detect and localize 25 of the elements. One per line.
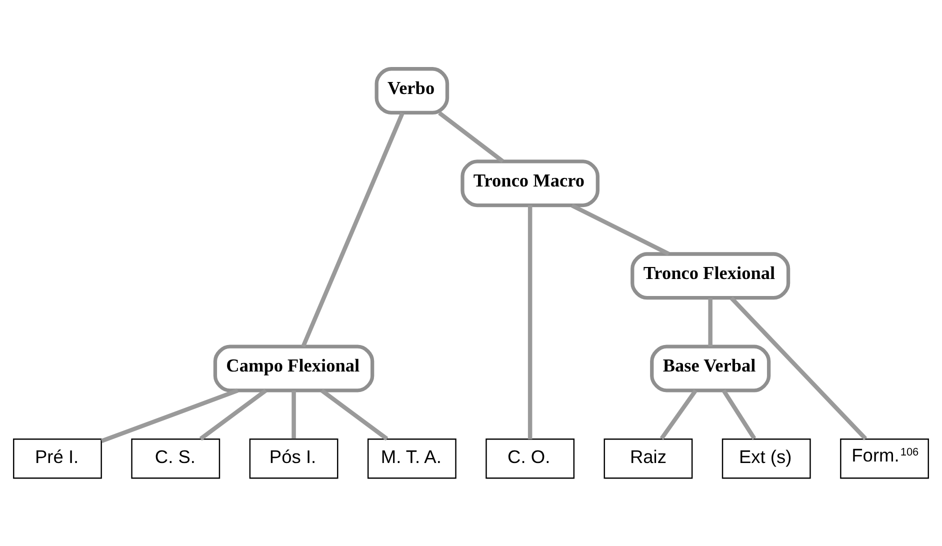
connector: [528, 204, 532, 439]
node-box: C. O.: [486, 438, 575, 478]
node-box: Campo Flexional: [213, 344, 374, 392]
connector: [301, 112, 404, 347]
connector: [199, 388, 268, 440]
node-box: Tronco Macro: [460, 159, 600, 207]
connector: [722, 388, 756, 440]
connector: [730, 296, 868, 440]
node-box: M. T. A.: [367, 438, 456, 478]
connector: [100, 388, 239, 443]
connector: [438, 110, 504, 163]
connector: [660, 388, 698, 440]
node-box: Base Verbal: [650, 344, 771, 392]
connector: [570, 203, 670, 256]
node-box: Ext (s): [722, 438, 811, 478]
node-box: Raiz: [604, 438, 693, 478]
node-box: Form.$^{106}$: [840, 438, 929, 478]
node-box: C. S.: [131, 438, 220, 478]
node-box: Pré I.: [13, 438, 102, 478]
connector: [708, 298, 712, 346]
node-box: Tronco Flexional: [630, 252, 790, 300]
node-box: Pós I.: [249, 438, 338, 478]
connector: [292, 390, 296, 438]
node-box: Verbo: [374, 66, 450, 114]
connector: [320, 388, 388, 440]
